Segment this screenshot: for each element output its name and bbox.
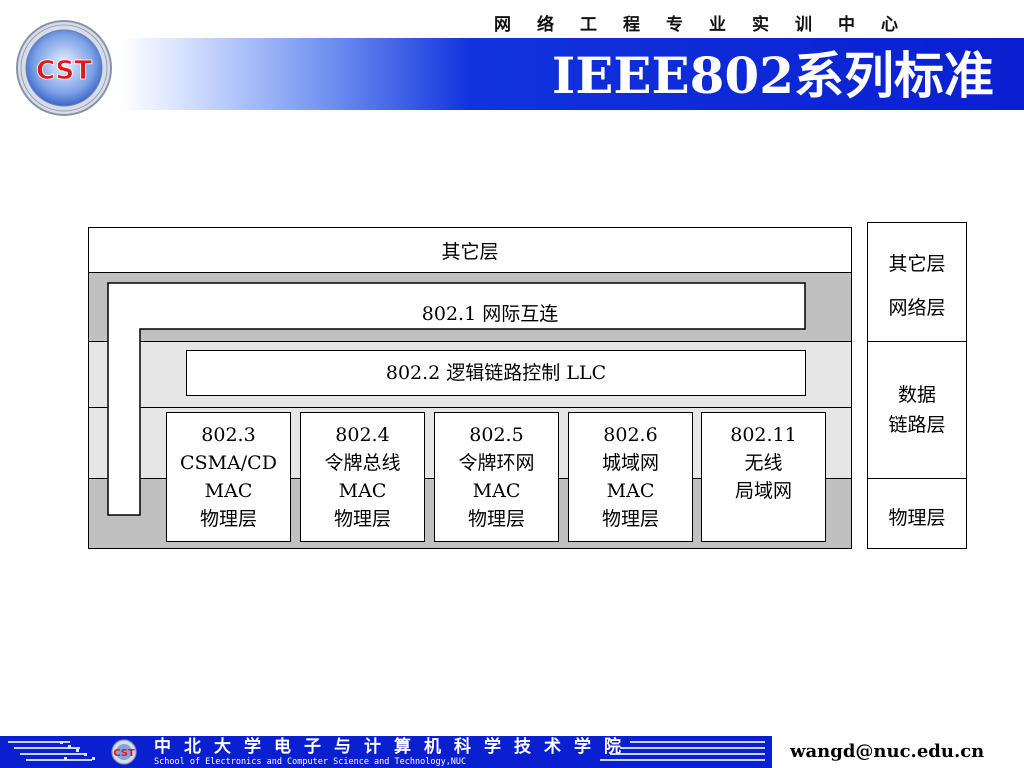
mac-8024-line2: 令牌总线 <box>324 452 401 474</box>
mac-80211-line1: 802.11 <box>730 424 797 446</box>
mac-8025-line1: 802.5 <box>469 424 524 446</box>
footer-logo-text: CST <box>113 748 135 759</box>
mac-8023-line4: 物理层 <box>199 508 257 530</box>
center-name: 网络工程专业实训中心 <box>494 15 924 35</box>
osi-datalink-label-1: 数据 <box>897 384 936 406</box>
mac-box-8023: 802.3 CSMA/CD MAC 物理层 <box>166 412 291 542</box>
osi-physical-box: 物理层 <box>867 478 967 549</box>
llc-label: 802.2 逻辑链路控制 LLC <box>385 362 607 384</box>
mac-box-8026: 802.6 城域网 MAC 物理层 <box>568 412 693 542</box>
internetworking-frame <box>107 282 806 516</box>
mac-8026-line3: MAC <box>606 480 655 502</box>
mac-box-8025: 802.5 令牌环网 MAC 物理层 <box>434 412 559 542</box>
header-top-strip <box>0 0 1024 38</box>
mac-8025-line4: 物理层 <box>467 508 525 530</box>
osi-network-label: 网络层 <box>888 297 946 319</box>
contact-email: wangd@nuc.edu.cn <box>790 741 985 762</box>
school-logo: CST <box>16 20 112 116</box>
mac-8026-line1: 802.6 <box>603 424 658 446</box>
mac-8025-line2: 令牌环网 <box>458 452 535 474</box>
mac-8025-line3: MAC <box>472 480 521 502</box>
llc-box: 802.2 逻辑链路控制 LLC <box>186 350 806 396</box>
osi-datalink-label-2: 链路层 <box>888 414 946 436</box>
footer-decoration: CST <box>8 739 765 765</box>
osi-datalink-box: 数据 链路层 <box>867 341 967 479</box>
logo-text: CST <box>36 56 92 86</box>
slide-title: IEEE802系列标准 <box>551 46 994 105</box>
mac-8023-line2: CSMA/CD <box>180 452 277 474</box>
osi-other-label: 其它层 <box>888 253 946 275</box>
mac-box-8024: 802.4 令牌总线 MAC 物理层 <box>300 412 425 542</box>
mac-8026-line4: 物理层 <box>601 508 659 530</box>
mac-box-80211: 802.11 无线 局域网 <box>701 412 826 542</box>
mac-8023-line3: MAC <box>204 480 253 502</box>
top-layer-row <box>88 227 852 273</box>
header-band <box>0 38 1024 110</box>
mac-8023-line1: 802.3 <box>201 424 256 446</box>
osi-upper-box: 其它层 网络层 <box>867 222 967 342</box>
school-name-en: School of Electronics and Computer Scien… <box>154 757 467 767</box>
top-layer-label: 其它层 <box>441 241 499 263</box>
mac-8026-line2: 城域网 <box>601 452 659 474</box>
school-name-cn: 中北大学电子与计算机科学技术学院 <box>154 737 634 757</box>
mac-8024-line3: MAC <box>338 480 387 502</box>
mac-80211-line3: 局域网 <box>734 480 792 502</box>
osi-physical-label: 物理层 <box>888 507 946 529</box>
internetworking-label: 802.1 网际互连 <box>421 303 559 325</box>
mac-8024-line4: 物理层 <box>333 508 391 530</box>
mac-8024-line1: 802.4 <box>335 424 390 446</box>
mac-80211-line2: 无线 <box>744 452 783 474</box>
